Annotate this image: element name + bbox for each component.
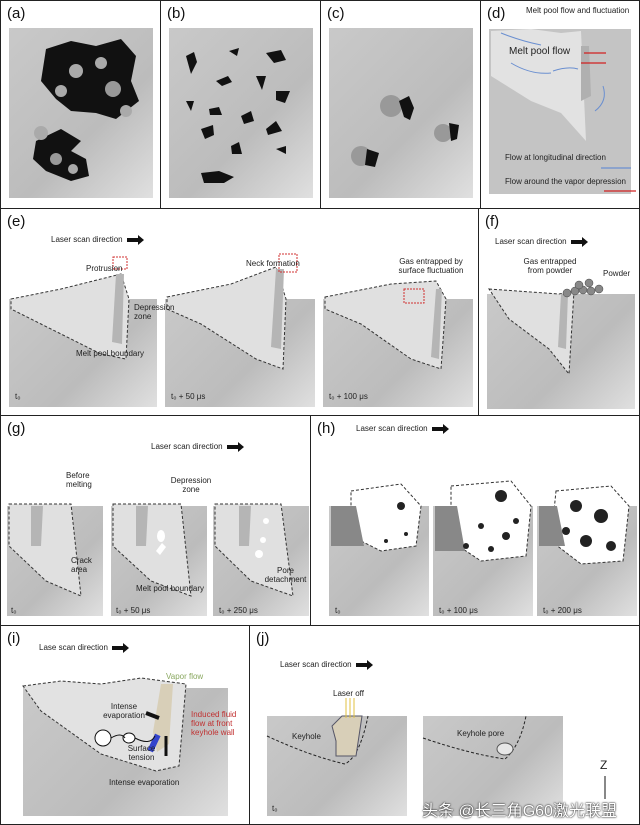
timestamp: t₀	[15, 392, 21, 401]
arrow-right-icon	[355, 659, 373, 670]
pore-shapes	[33, 39, 139, 181]
panel-i: (i) Lase scan direction Vapor flow Inten…	[0, 625, 251, 825]
keyhole-shapes	[266, 698, 606, 799]
annotation: Before melting	[66, 471, 92, 490]
melt-pool-shapes	[331, 480, 630, 565]
panel-c: (c)	[320, 0, 481, 209]
keyhole-diagram	[22, 677, 187, 772]
panel-label: (a)	[7, 5, 26, 22]
annotation: Intense evaporation	[109, 778, 180, 787]
watermark: 头条 @长三角G60激光联盟	[422, 803, 617, 820]
annotation: Vapor flow	[166, 672, 204, 681]
timestamp: t₀ + 250 μs	[219, 606, 258, 615]
panel-j: (j) Laser scan direction Laser off Keyho…	[249, 625, 640, 825]
panel-label: (c)	[327, 5, 345, 22]
annotation: Powder	[603, 269, 631, 278]
melt-pool-shapes	[8, 503, 294, 597]
arrow-right-icon	[431, 423, 449, 434]
annotation: Surface tension	[127, 744, 156, 763]
timestamp: t₀ + 200 μs	[543, 606, 582, 615]
annotation: Laser off	[333, 689, 364, 698]
arrow-right-icon	[126, 234, 144, 245]
panel-d: (d) Melt pool flow and fluctuation Melt …	[480, 0, 640, 209]
pore-shapes	[351, 95, 459, 167]
timestamp: t₀ + 50 μs	[116, 606, 151, 615]
panel-b: (b)	[160, 0, 321, 209]
panel-label: (d)	[487, 5, 506, 22]
scan-direction: Laser scan direction	[151, 441, 244, 452]
panel-label: (e)	[7, 213, 26, 230]
panel-e: (e) Laser scan direction Protrusion Depr…	[0, 208, 480, 416]
arrow-right-icon	[570, 236, 588, 247]
annotation: Depression zone	[170, 476, 212, 495]
panel-label: (h)	[317, 420, 336, 437]
pore-shapes	[186, 48, 290, 183]
panel-f: (f) Laser scan direction Gas entrapped f…	[478, 208, 640, 416]
specimen-background	[329, 28, 473, 198]
panel-label: (g)	[7, 420, 26, 437]
panel-a: (a)	[0, 0, 161, 209]
legend-vapor: Flow around the vapor depression	[505, 177, 626, 186]
annotation: Gas entrapped from powder	[523, 257, 577, 276]
scan-direction: Laser scan direction	[280, 659, 373, 670]
panel-label: (i)	[7, 630, 21, 647]
annotation: Keyhole pore	[457, 729, 505, 738]
timestamp: t₀ + 50 μs	[171, 392, 206, 401]
annotation: Depression zone	[134, 303, 175, 322]
panel-label: (j)	[256, 630, 270, 647]
legend-longitudinal: Flow at longitudinal direction	[505, 153, 606, 162]
scan-direction: Laser scan direction	[51, 234, 144, 245]
annotation: Melt pool boundary	[136, 584, 205, 593]
melt-pool-shapes	[10, 253, 447, 370]
frame-2	[423, 716, 563, 816]
timestamp: t₀ + 100 μs	[439, 606, 478, 615]
annotation: Protrusion	[86, 264, 123, 273]
annotation: Neck formation	[246, 259, 300, 268]
z-axis-label: Z	[600, 758, 608, 772]
timestamp: t₀	[11, 606, 17, 615]
scan-direction: Lase scan direction	[39, 642, 129, 653]
timestamp: t₀ + 100 μs	[329, 392, 368, 401]
scan-direction: Laser scan direction	[356, 423, 449, 434]
scan-direction: Laser scan direction	[495, 236, 588, 247]
panel-label: (f)	[485, 213, 500, 230]
annotation: Melt pool boundary	[76, 349, 145, 358]
annotation: Keyhole	[292, 732, 321, 741]
panel-h: (h) Laser scan direction t₀ t₀ + 100 μs …	[310, 415, 640, 626]
melt-pool-shape	[488, 278, 604, 376]
annotation: Melt pool flow and fluctuation	[526, 6, 630, 15]
annotation: Gas entrapped by surface fluctuation	[398, 257, 464, 276]
annotation: Induced fluid flow at front keyhole wall	[191, 710, 237, 738]
annotation: Crack area	[71, 556, 92, 575]
melt-pool-diagram	[491, 29, 636, 192]
annotation: Intense evaporation	[103, 702, 145, 721]
timestamp: t₀	[335, 606, 341, 615]
panel-label: (b)	[167, 5, 186, 22]
arrow-right-icon	[226, 441, 244, 452]
timestamp: t₀	[272, 804, 278, 813]
annotation: Pore detachment	[264, 566, 307, 585]
arrow-right-icon	[111, 642, 129, 653]
panel-g: (g) Laser scan direction Before melting …	[0, 415, 312, 626]
annotation: Melt pool flow	[509, 46, 571, 57]
